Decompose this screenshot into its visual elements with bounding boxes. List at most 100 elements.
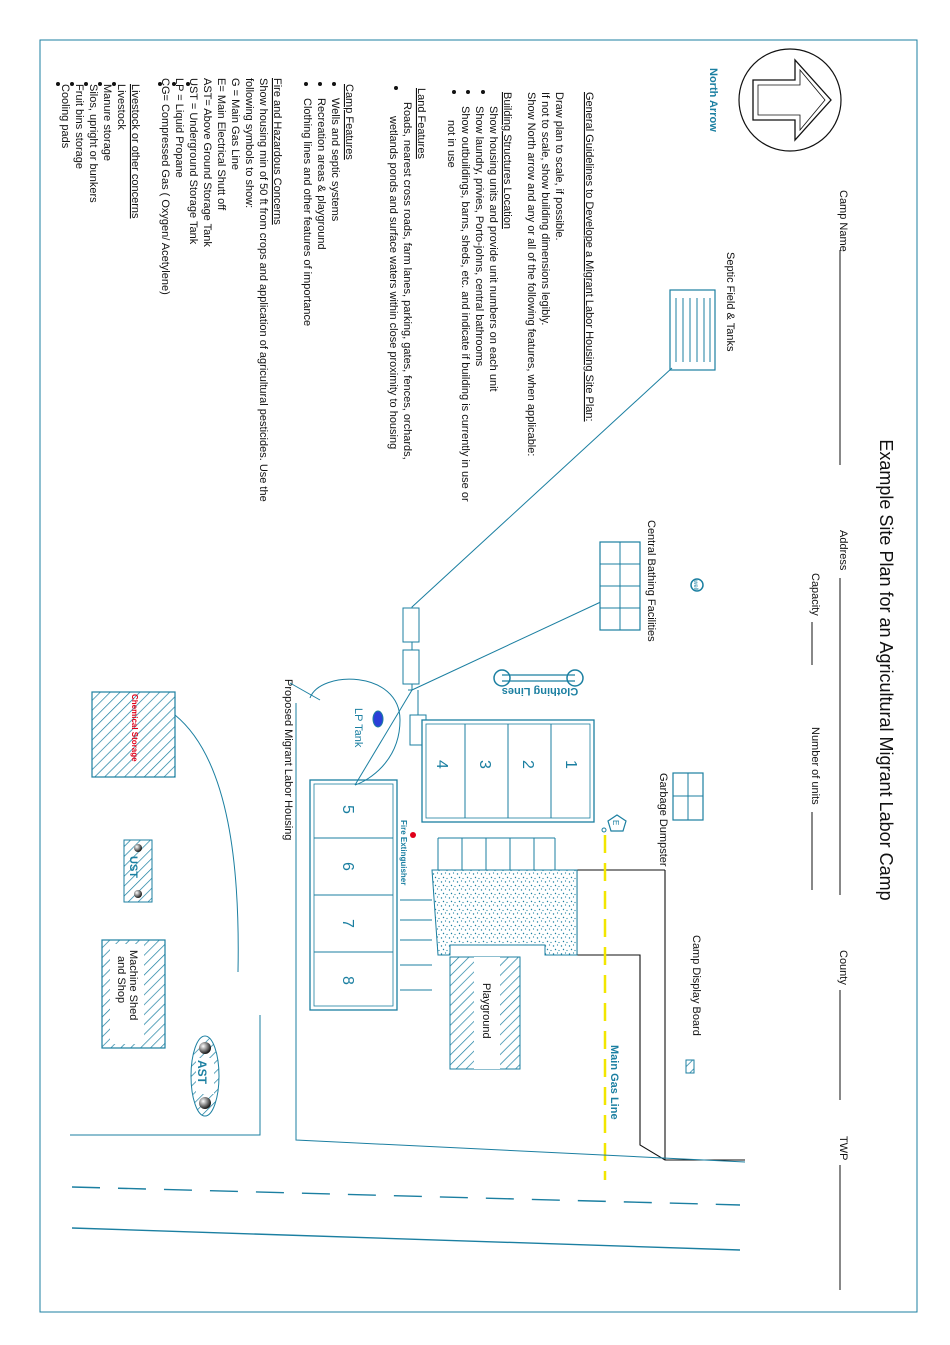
camp-item-3: Clothing lines and other features of imp… (301, 98, 313, 326)
fire-item-8: CG= Compressed Gas ( Oxygen/ Acetylene) (159, 78, 171, 295)
camp-name-label: Camp Name (837, 190, 849, 252)
ast-bottom-icon (199, 1097, 211, 1109)
guideline-intro-2: If not to scale, show building dimension… (539, 92, 551, 325)
highway-edge (71, 1227, 741, 1251)
playground: Playground (449, 956, 521, 1070)
twp-label: TWP (837, 1136, 849, 1160)
guideline-intro-1: Draw plan to scale, if possible. (553, 92, 565, 241)
lp-tank-icon (372, 710, 384, 728)
well-icon (690, 578, 704, 592)
ust-right-icon (134, 890, 142, 898)
livestock-item-2: Manure storage (101, 84, 113, 161)
units-label: Number of units (809, 727, 821, 805)
land-item-1: Roads, nearest cross roads, farm lanes, … (401, 102, 413, 460)
unit-2: 2 (519, 760, 536, 769)
parking-area (431, 869, 578, 956)
fire-extinguisher-icon (410, 832, 416, 838)
septic-field: Septic Field & Tanks (669, 252, 736, 371)
land-heading: Land Features (415, 88, 427, 159)
capacity-label: Capacity (809, 573, 821, 616)
livestock-item-4: Fruit bins storage (73, 84, 85, 169)
housing-units-5-8: 5 6 7 8 (309, 779, 398, 1011)
septic-label: Septic Field & Tanks (724, 252, 736, 352)
fire-heading: Fire and Hazardous Concerns (271, 78, 283, 225)
unit-7: 7 (339, 919, 356, 928)
property-line (70, 1015, 261, 1136)
building-item-4: not in use (445, 120, 457, 168)
clothing-lines-label: Clothing Lines (502, 685, 578, 697)
fire-item-7: LP = Liquid Propane (173, 78, 185, 178)
north-arrow: North Arrow (707, 48, 842, 152)
septic-tank-1 (402, 607, 420, 643)
clothing-lines: Clothing Lines (493, 669, 584, 697)
camp-drive (576, 869, 745, 1161)
septic-pipe (408, 367, 673, 691)
garbage-label: Garbage Dumpster (657, 773, 669, 867)
land-item-2: wetlands ponds and surface waters within… (387, 115, 399, 449)
fire-item-6: UST = Underground Storage Tank (187, 78, 199, 245)
fire-extinguisher: Fire Extinguisher (399, 820, 416, 885)
north-arrow-label: North Arrow (707, 68, 719, 132)
machine-shed: Machine Shed and Shop (101, 939, 166, 1049)
chemical-storage: Chemical Storage (91, 691, 239, 973)
page-title: Example Site Plan for an Agricultural Mi… (876, 439, 896, 900)
livestock-item-1: Livestock (115, 84, 127, 130)
proposed-housing-label: Proposed Migrant Labor Housing (282, 679, 294, 840)
fire-item-1: Show housing min of 50 ft from crops and… (257, 78, 269, 502)
livestock-heading: Livestock or other concerns (129, 84, 141, 219)
camp-item-1: Wells and septic systems (329, 98, 341, 222)
fire-item-3: G = Main Gas Line (229, 78, 241, 170)
ast: AST (190, 1035, 220, 1117)
building-heading: Building Structures Location (501, 92, 513, 229)
parking-lines (400, 837, 556, 991)
fire-extinguisher-label: Fire Extinguisher (399, 820, 408, 885)
unit-3: 3 (476, 760, 493, 769)
electric-shutoff-icon (607, 814, 627, 832)
bullets (56, 82, 485, 94)
building-item-1: Show housing units and provide unit numb… (487, 106, 499, 392)
well-label: well (692, 579, 698, 590)
unit-5: 5 (339, 805, 356, 814)
north-arrow-circle (738, 48, 842, 152)
header-fields: Camp Name Address County TWP Capacity Nu… (809, 190, 849, 1290)
garbage-dumpster: Garbage Dumpster (657, 772, 704, 867)
well: well (690, 578, 704, 592)
guidelines-heading: General Guidelines to Develope a Migrant… (583, 92, 595, 422)
building-item-3: Show outbuildings, barns, sheds, etc. an… (459, 106, 471, 502)
septic-tank-2 (402, 649, 420, 685)
fire-item-4: E= Main Electrical Shutt off (215, 78, 227, 211)
bathing-label: Central Bathing Facilities (645, 520, 657, 642)
housing-units-1-4: 1 2 3 4 (421, 719, 595, 823)
ast-top-icon (199, 1042, 211, 1054)
unit-6: 6 (339, 862, 356, 871)
playground-label: Playground (480, 983, 492, 1039)
ust: UST (123, 839, 153, 903)
livestock-item-5: Cooling pads (59, 84, 71, 149)
lp-tank-label: LP Tank (352, 708, 364, 748)
machine-shed-label-1: Machine Shed (127, 950, 139, 1020)
address-label: Address (837, 530, 849, 571)
unit-1: 1 (562, 760, 579, 769)
guidelines: General Guidelines to Develope a Migrant… (59, 78, 595, 502)
north-arrow-icon (752, 58, 832, 142)
machine-shed-label-2: and Shop (115, 956, 127, 1003)
gas-line-label: Main Gas Line (608, 1045, 620, 1120)
ast-label: AST (195, 1060, 209, 1085)
unit-4: 4 (433, 760, 450, 769)
display-board: Camp Display Board (685, 935, 702, 1074)
display-board-label: Camp Display Board (690, 935, 702, 1036)
electric-shutoff-label: E (611, 820, 620, 825)
unit-8: 8 (339, 976, 356, 985)
guideline-intro-3: Show North arrow and any or all of the f… (525, 92, 537, 456)
fire-item-5: AST= Above Ground Storage Tank (201, 78, 213, 247)
display-board-icon (685, 1059, 695, 1074)
ust-left-icon (134, 844, 142, 852)
county-label: County (837, 950, 849, 985)
fire-item-2: following symbols to show: (243, 78, 255, 208)
electric-shutoff: E (601, 814, 627, 833)
highway-center-dash (71, 1186, 741, 1206)
central-bathing: Central Bathing Facilities (599, 520, 657, 642)
livestock-item-3: Silos, upright or bunkers (87, 84, 99, 203)
camp-heading: Camp Features (343, 84, 355, 160)
